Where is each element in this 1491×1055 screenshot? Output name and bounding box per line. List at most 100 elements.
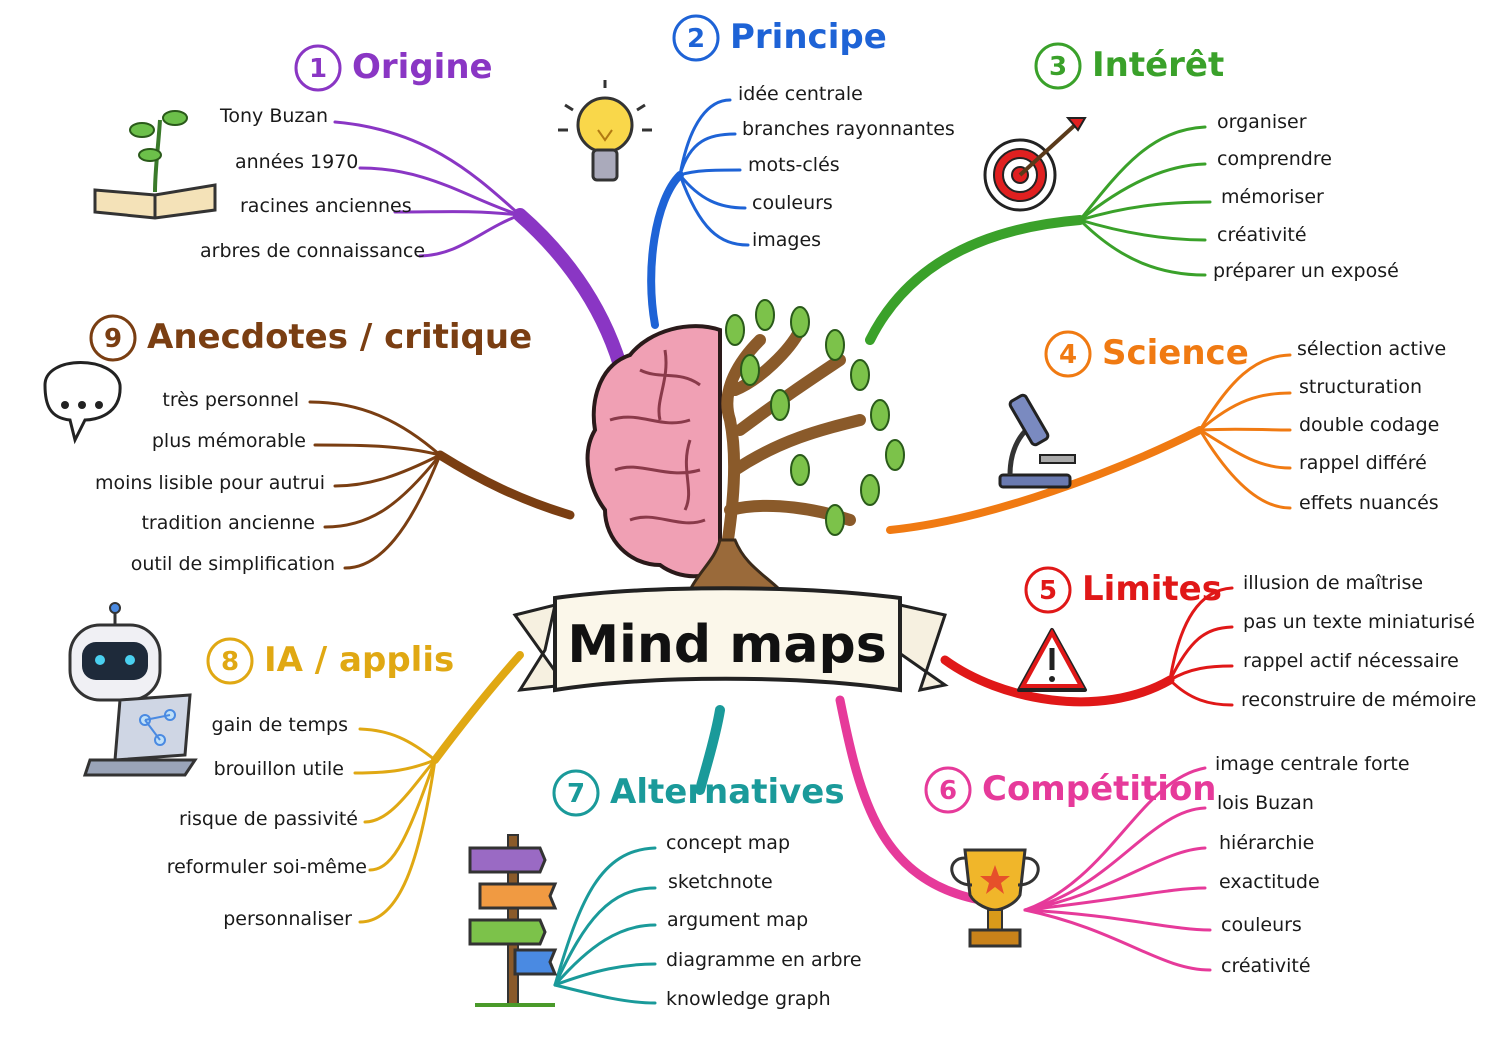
- main-branch-interet: [865, 215, 1085, 345]
- branch-number: 7: [567, 779, 585, 809]
- leaf-label: branches rayonnantes: [742, 118, 955, 140]
- leaf-label: sketchnote: [668, 871, 773, 893]
- main-branch-limites: [940, 655, 1175, 707]
- leaf-label: comprendre: [1217, 148, 1332, 170]
- branch-number: 4: [1059, 340, 1077, 370]
- leaf-label: argument map: [667, 909, 808, 931]
- target-icon: [983, 117, 1087, 212]
- leaf-label: racines anciennes: [240, 195, 412, 217]
- warning-icon: [1017, 628, 1087, 692]
- main-branch-science: [886, 426, 1204, 534]
- branch-title: Origine: [352, 47, 493, 87]
- central-illustration: Mind maps: [512, 299, 949, 693]
- leaf-label: moins lisible pour autrui: [95, 472, 325, 494]
- main-branches: [431, 171, 1204, 905]
- branch-title: Compétition: [982, 769, 1217, 809]
- branch-number: 9: [104, 324, 122, 354]
- trophy-icon: [950, 848, 1040, 948]
- microscope-icon: [998, 393, 1076, 489]
- book-sprout-icon: [93, 110, 217, 220]
- branch-number-circle: [89, 314, 137, 362]
- leaf-label: organiser: [1217, 111, 1307, 133]
- main-branch-principe: [647, 171, 684, 329]
- leaf-label: image centrale forte: [1215, 753, 1410, 775]
- branch-number-circle: [1024, 566, 1072, 614]
- branch-title: IA / applis: [264, 640, 454, 680]
- leaf-label: double codage: [1299, 414, 1439, 436]
- leaf-connectors: [308, 98, 1292, 1005]
- branch-number: 3: [1049, 52, 1067, 82]
- leaf-label: diagramme en arbre: [666, 949, 862, 971]
- lightbulb-icon: [558, 80, 652, 182]
- leaf-label: effets nuancés: [1299, 492, 1439, 514]
- branch-number: 6: [939, 776, 957, 806]
- leaf-label: images: [752, 229, 821, 251]
- brain-icon: [585, 324, 722, 579]
- branch-number-circle: [1044, 330, 1092, 378]
- leaf-label: créativité: [1221, 955, 1311, 977]
- branch-number-circle: [672, 14, 720, 62]
- leaf-label: hiérarchie: [1219, 832, 1314, 854]
- branch-interet: 3 Intérêt organiser comprendre mémoriser créa…: [1034, 42, 1399, 282]
- branch-title: Principe: [730, 17, 887, 57]
- speech-bubble-icon: [43, 361, 122, 445]
- branch-number: 2: [687, 24, 705, 54]
- leaf-label: exactitude: [1219, 871, 1320, 893]
- leaf-label: idée centrale: [738, 83, 863, 105]
- branch-science: 4 Science sélection active structuration dou…: [1044, 330, 1446, 514]
- leaf-label: reconstruire de mémoire: [1241, 689, 1476, 711]
- leaf-label: gain de temps: [212, 714, 348, 736]
- main-branch-competition: [835, 695, 985, 905]
- leaf-label: knowledge graph: [666, 988, 831, 1010]
- signpost-icon: [468, 834, 558, 1007]
- branch-number-circle: [1034, 42, 1082, 90]
- leaf-label: créativité: [1217, 224, 1307, 246]
- branch-title: Science: [1102, 333, 1249, 373]
- leaf-label: concept map: [666, 832, 790, 854]
- branch-number: 5: [1039, 576, 1057, 606]
- branch-number: 1: [309, 54, 327, 84]
- leaf-label: couleurs: [752, 192, 833, 214]
- main-branch-ia: [431, 651, 524, 764]
- center-title: Mind maps: [567, 615, 886, 675]
- leaf-label: arbres de connaissance: [200, 240, 425, 262]
- leaf-label: rappel actif nécessaire: [1243, 650, 1459, 672]
- main-branch-origine: [513, 208, 627, 372]
- leaf-label: structuration: [1299, 376, 1422, 398]
- leaf-label: tradition ancienne: [141, 512, 315, 534]
- branch-title: Intérêt: [1092, 45, 1224, 85]
- leaf-label: mémoriser: [1221, 186, 1324, 208]
- leaf-label: préparer un exposé: [1213, 260, 1399, 282]
- leaf-label: pas un texte miniaturisé: [1243, 611, 1475, 633]
- tree-icon: [687, 299, 905, 596]
- branch-number-circle: [206, 637, 254, 685]
- branch-alternatives: 7 Alternatives concept map sketchnote argume…: [552, 769, 862, 1010]
- leaf-label: rappel différé: [1299, 452, 1427, 474]
- branch-title: Anecdotes / critique: [147, 317, 532, 357]
- branch-title: Alternatives: [610, 772, 845, 812]
- leaf-label: reformuler soi-même: [167, 856, 367, 878]
- leaf-label: risque de passivité: [179, 808, 358, 830]
- leaf-label: sélection active: [1297, 338, 1446, 360]
- main-branch-anecdotes: [435, 450, 575, 520]
- main-branch-alternatives: [695, 705, 725, 795]
- title-banner: Mind maps: [512, 586, 949, 693]
- leaf-label: lois Buzan: [1217, 792, 1314, 814]
- leaf-label: Tony Buzan: [219, 105, 328, 127]
- robot-laptop-icon: [68, 602, 198, 777]
- leaf-label: années 1970: [235, 151, 358, 173]
- leaf-label: couleurs: [1221, 914, 1302, 936]
- branch-number-circle: [294, 44, 342, 92]
- branch-title: Limites: [1082, 569, 1222, 609]
- leaf-label: mots-clés: [748, 154, 840, 176]
- branch-number-circle: [924, 766, 972, 814]
- branch-number-circle: [552, 769, 600, 817]
- leaf-label: très personnel: [162, 389, 299, 411]
- branch-number: 8: [221, 647, 239, 677]
